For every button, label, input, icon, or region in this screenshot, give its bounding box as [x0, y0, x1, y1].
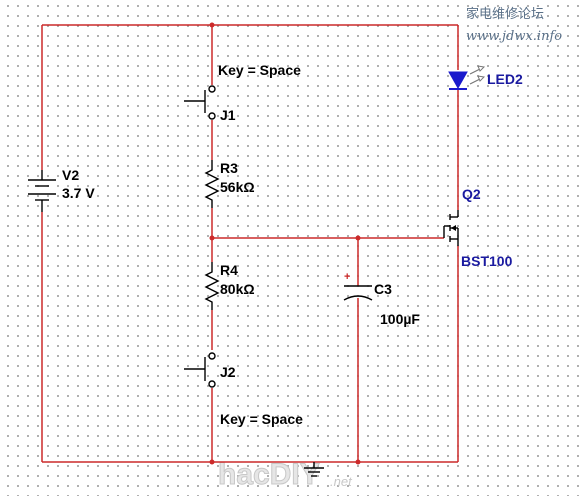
logo-watermark: hacDIY: [218, 458, 320, 491]
switch-j1-key-label: Key = Space: [218, 62, 301, 78]
switch-j2-symbol[interactable]: [184, 352, 216, 388]
mosfet-q2-symbol: [443, 210, 459, 246]
battery-ref-label: V2: [62, 167, 79, 183]
mosfet-ref-label: Q2: [462, 186, 481, 202]
resistor-r4-symbol: [204, 262, 220, 310]
switch-j1-symbol[interactable]: [184, 85, 216, 120]
forum-name-watermark: 家电维修论坛: [466, 6, 544, 22]
resistor-r4-value-label: 80kΩ: [220, 281, 255, 297]
capacitor-ref-label: C3: [374, 281, 392, 297]
led-symbol: [448, 65, 486, 90]
mosfet-value-label: BST100: [461, 253, 513, 269]
junction-dot: [209, 459, 215, 465]
capacitor-polarity-mark: +: [344, 271, 350, 283]
capacitor-value-label: 100µF: [380, 311, 420, 327]
resistor-r3-value-label: 56kΩ: [220, 179, 255, 195]
junction-dot: [355, 459, 361, 465]
capacitor-c3-symbol: [343, 285, 373, 301]
circuit-wires: [41, 24, 459, 463]
junction-dot: [209, 22, 215, 28]
led-ref-label: LED2: [487, 71, 523, 87]
switch-j2-ref-label: J2: [220, 364, 236, 380]
junction-dot: [209, 235, 215, 241]
resistor-r3-symbol: [204, 160, 220, 208]
ground-icon: [304, 462, 324, 477]
resistor-r3-ref-label: R3: [220, 160, 238, 176]
battery-symbol: [28, 170, 56, 212]
battery-value-label: 3.7 V: [62, 185, 95, 201]
switch-j2-key-label: Key = Space: [220, 411, 303, 427]
resistor-r4-ref-label: R4: [220, 262, 238, 278]
forum-url-watermark: www.jdwx.info: [466, 29, 562, 44]
junction-dot: [355, 235, 361, 241]
junctions: [209, 22, 361, 465]
logo-suffix-watermark: .net: [330, 474, 353, 489]
switch-j1-ref-label: J1: [220, 107, 236, 123]
